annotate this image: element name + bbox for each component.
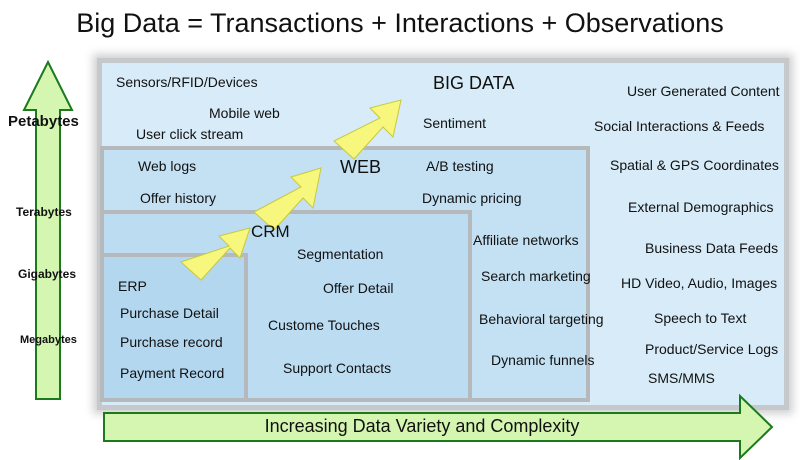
diagram-title: Big Data = Transactions + Interactions +…	[76, 8, 724, 38]
erp-item: Payment Record	[120, 365, 225, 381]
crm-item: Custome Touches	[268, 317, 380, 333]
web-item: Behavioral targeting	[479, 311, 604, 327]
web-item: Offer history	[140, 190, 216, 206]
crm-item: Support Contacts	[283, 360, 392, 376]
web-item: A/B testing	[426, 158, 494, 174]
crm-label: CRM	[251, 222, 290, 241]
web-item: Affiliate networks	[473, 232, 579, 248]
big-data-item: Mobile web	[209, 105, 280, 121]
big-data-item: Spatial & GPS Coordinates	[610, 157, 779, 173]
y-label-petabytes: Petabytes	[8, 113, 79, 130]
erp-box	[100, 253, 248, 402]
big-data-item: User click stream	[136, 126, 244, 142]
big-data-item: Social Interactions & Feeds	[594, 118, 765, 134]
erp-item: Purchase record	[120, 334, 223, 350]
arrow-crm	[180, 227, 251, 281]
big-data-item: Sentiment	[423, 115, 487, 131]
big-data-item: HD Video, Audio, Images	[621, 275, 778, 291]
web-item: Web logs	[138, 158, 197, 174]
big-data-item: Speech to Text	[654, 310, 747, 326]
erp-item: Purchase Detail	[120, 305, 219, 321]
crm-item: Offer Detail	[323, 280, 394, 296]
web-label: WEB	[340, 157, 382, 177]
y-label-gigabytes: Gigabytes	[18, 267, 77, 281]
web-item: Dynamic pricing	[422, 190, 522, 206]
arrow-web	[253, 167, 322, 231]
big-data-item: SMS/MMS	[648, 370, 715, 386]
big-data-item: Product/Service Logs	[645, 341, 779, 357]
big-data-item: Business Data Feeds	[645, 240, 779, 256]
crm-item: Segmentation	[297, 246, 384, 262]
arrow-big-data	[333, 99, 402, 160]
big-data-item: User Generated Content	[627, 83, 780, 99]
big-data-label: BIG DATA	[433, 73, 515, 93]
x-axis-label: Increasing Data Variety and Complexity	[264, 416, 580, 436]
big-data-item: Sensors/RFID/Devices	[116, 74, 258, 90]
y-label-megabytes: Megabytes	[20, 334, 77, 346]
web-item: Search marketing	[481, 268, 591, 284]
erp-label: ERP	[118, 278, 147, 294]
y-label-terabytes: Terabytes	[16, 205, 72, 219]
big-data-item: External Demographics	[628, 199, 774, 215]
web-item: Dynamic funnels	[491, 352, 595, 368]
